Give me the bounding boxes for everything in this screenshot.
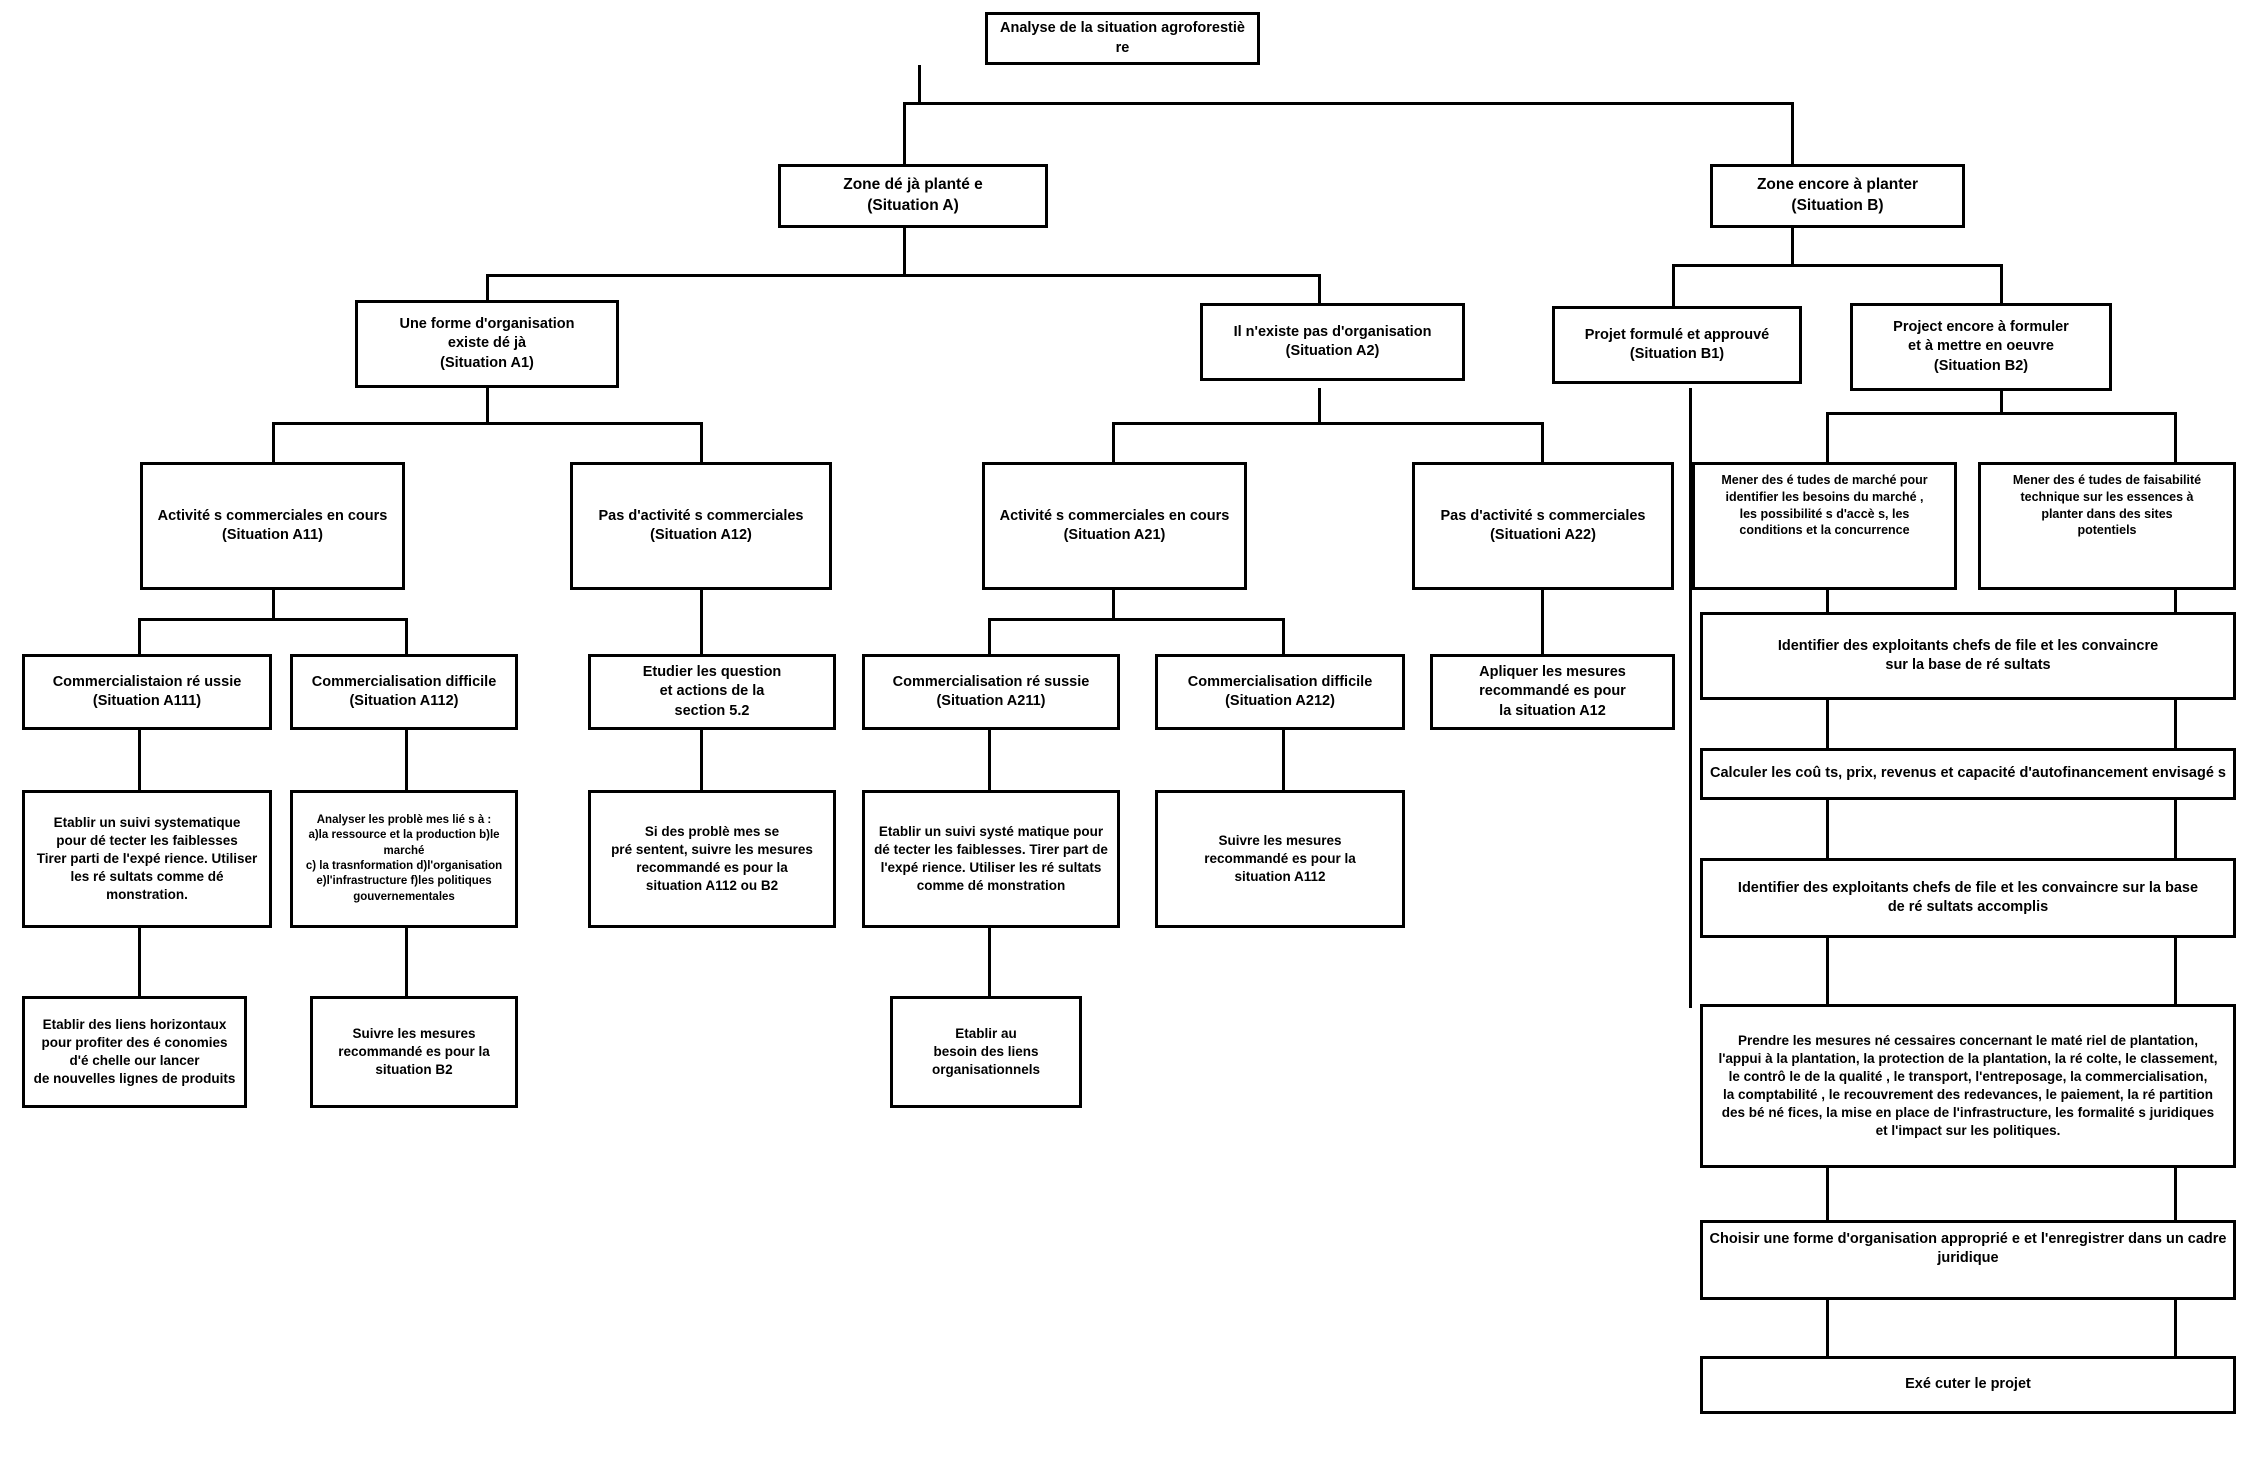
node-a112-action[interactable]: Analyser les problè mes lié s à : a)la r… bbox=[290, 790, 518, 928]
connector bbox=[486, 388, 489, 424]
connector bbox=[2174, 1300, 2177, 1356]
connector bbox=[138, 928, 141, 996]
node-a22-action[interactable]: Apliquer les mesures recommandé es pour … bbox=[1430, 654, 1675, 730]
connector bbox=[700, 422, 703, 464]
node-a212-action[interactable]: Suivre les mesures recommandé es pour la… bbox=[1155, 790, 1405, 928]
connector bbox=[2174, 412, 2177, 462]
connector bbox=[2000, 264, 2003, 310]
connector bbox=[1826, 700, 1829, 748]
connector bbox=[272, 588, 275, 620]
node-a112[interactable]: Commercialisation difficile (Situation A… bbox=[290, 654, 518, 730]
connector bbox=[1826, 1168, 1829, 1220]
connector bbox=[2174, 1168, 2177, 1220]
connector bbox=[988, 730, 991, 790]
connector bbox=[405, 618, 408, 654]
node-a211[interactable]: Commercialisation ré sussie (Situation A… bbox=[862, 654, 1120, 730]
connector bbox=[1791, 228, 1794, 266]
node-a111[interactable]: Commercialistaion ré ussie (Situation A1… bbox=[22, 654, 272, 730]
connector bbox=[2000, 388, 2003, 414]
node-a211-action[interactable]: Etablir un suivi systé matique pour dé t… bbox=[862, 790, 1120, 928]
node-a1[interactable]: Une forme d'organisation existe dé jà (S… bbox=[355, 300, 619, 388]
node-b-market-study[interactable]: Mener des é tudes de marché pour identif… bbox=[1692, 462, 1957, 590]
node-b-execute[interactable]: Exé cuter le projet bbox=[1700, 1356, 2236, 1414]
connector bbox=[2174, 938, 2177, 1004]
connector bbox=[1318, 388, 1321, 424]
node-b1[interactable]: Projet formulé et approuvé (Situation B1… bbox=[1552, 306, 1802, 384]
node-a211-links[interactable]: Etablir au besoin des liens organisation… bbox=[890, 996, 1082, 1108]
connector bbox=[700, 588, 703, 654]
connector bbox=[1689, 388, 1692, 1008]
connector bbox=[405, 928, 408, 996]
node-b-choose-org[interactable]: Choisir une forme d'organisation appropr… bbox=[1700, 1220, 2236, 1300]
node-root[interactable]: Analyse de la situation agroforestiè re bbox=[985, 12, 1260, 65]
connector bbox=[1826, 1300, 1829, 1356]
node-a11[interactable]: Activité s commerciales en cours (Situat… bbox=[140, 462, 405, 590]
connector bbox=[903, 102, 906, 164]
node-zone-a[interactable]: Zone dé jà planté e (Situation A) bbox=[778, 164, 1048, 228]
connector bbox=[2174, 588, 2177, 612]
connector bbox=[988, 928, 991, 996]
node-a12-followup[interactable]: Si des problè mes se pré sentent, suivre… bbox=[588, 790, 836, 928]
connector bbox=[1318, 274, 1321, 310]
connector bbox=[988, 618, 991, 654]
connector bbox=[272, 422, 275, 464]
connector bbox=[1282, 618, 1285, 654]
connector bbox=[1112, 588, 1115, 620]
node-b-measures[interactable]: Prendre les mesures né cessaires concern… bbox=[1700, 1004, 2236, 1168]
node-a112-followup[interactable]: Suivre les mesures recommandé es pour la… bbox=[310, 996, 518, 1108]
connector bbox=[2174, 700, 2177, 748]
connector bbox=[1672, 264, 1675, 310]
node-a21[interactable]: Activité s commerciales en cours (Situat… bbox=[982, 462, 1247, 590]
connector bbox=[1541, 588, 1544, 654]
connector bbox=[1112, 422, 1115, 464]
node-zone-b[interactable]: Zone encore à planter (Situation B) bbox=[1710, 164, 1965, 228]
node-a22[interactable]: Pas d'activité s commerciales (Situation… bbox=[1412, 462, 1674, 590]
connector bbox=[1282, 730, 1285, 790]
connector bbox=[2174, 800, 2177, 858]
connector bbox=[1826, 938, 1829, 1004]
node-a111-action[interactable]: Etablir un suivi systematique pour dé te… bbox=[22, 790, 272, 928]
connector bbox=[1672, 264, 2002, 267]
connector bbox=[486, 274, 1321, 277]
connector bbox=[988, 618, 1285, 621]
connector bbox=[1826, 800, 1829, 858]
connector bbox=[1541, 422, 1544, 464]
node-b-feasibility[interactable]: Mener des é tudes de faisabilité techniq… bbox=[1978, 462, 2236, 590]
connector bbox=[486, 274, 489, 310]
connector bbox=[272, 422, 703, 425]
connector bbox=[903, 228, 906, 276]
connector bbox=[918, 65, 921, 105]
node-b2[interactable]: Project encore à formuler et à mettre en… bbox=[1850, 303, 2112, 391]
connector bbox=[1826, 412, 2175, 415]
connector bbox=[700, 730, 703, 790]
node-b-calculate[interactable]: Calculer les coû ts, prix, revenus et ca… bbox=[1700, 748, 2236, 800]
node-b-identify-2[interactable]: Identifier des exploitants chefs de file… bbox=[1700, 858, 2236, 938]
node-a212[interactable]: Commercialisation difficile (Situation A… bbox=[1155, 654, 1405, 730]
node-a12[interactable]: Pas d'activité s commerciales (Situation… bbox=[570, 462, 832, 590]
connector bbox=[1826, 412, 1829, 462]
connector bbox=[405, 730, 408, 790]
node-a111-links[interactable]: Etablir des liens horizontaux pour profi… bbox=[22, 996, 247, 1108]
connector bbox=[138, 618, 141, 654]
node-a12-action[interactable]: Etudier les question et actions de la se… bbox=[588, 654, 836, 730]
connector bbox=[1826, 588, 1829, 612]
connector bbox=[138, 618, 408, 621]
connector bbox=[138, 730, 141, 790]
node-a2[interactable]: Il n'existe pas d'organisation (Situatio… bbox=[1200, 303, 1465, 381]
node-b-identify-1[interactable]: Identifier des exploitants chefs de file… bbox=[1700, 612, 2236, 700]
connector bbox=[903, 102, 1794, 105]
connector bbox=[1791, 102, 1794, 164]
connector bbox=[1112, 422, 1544, 425]
